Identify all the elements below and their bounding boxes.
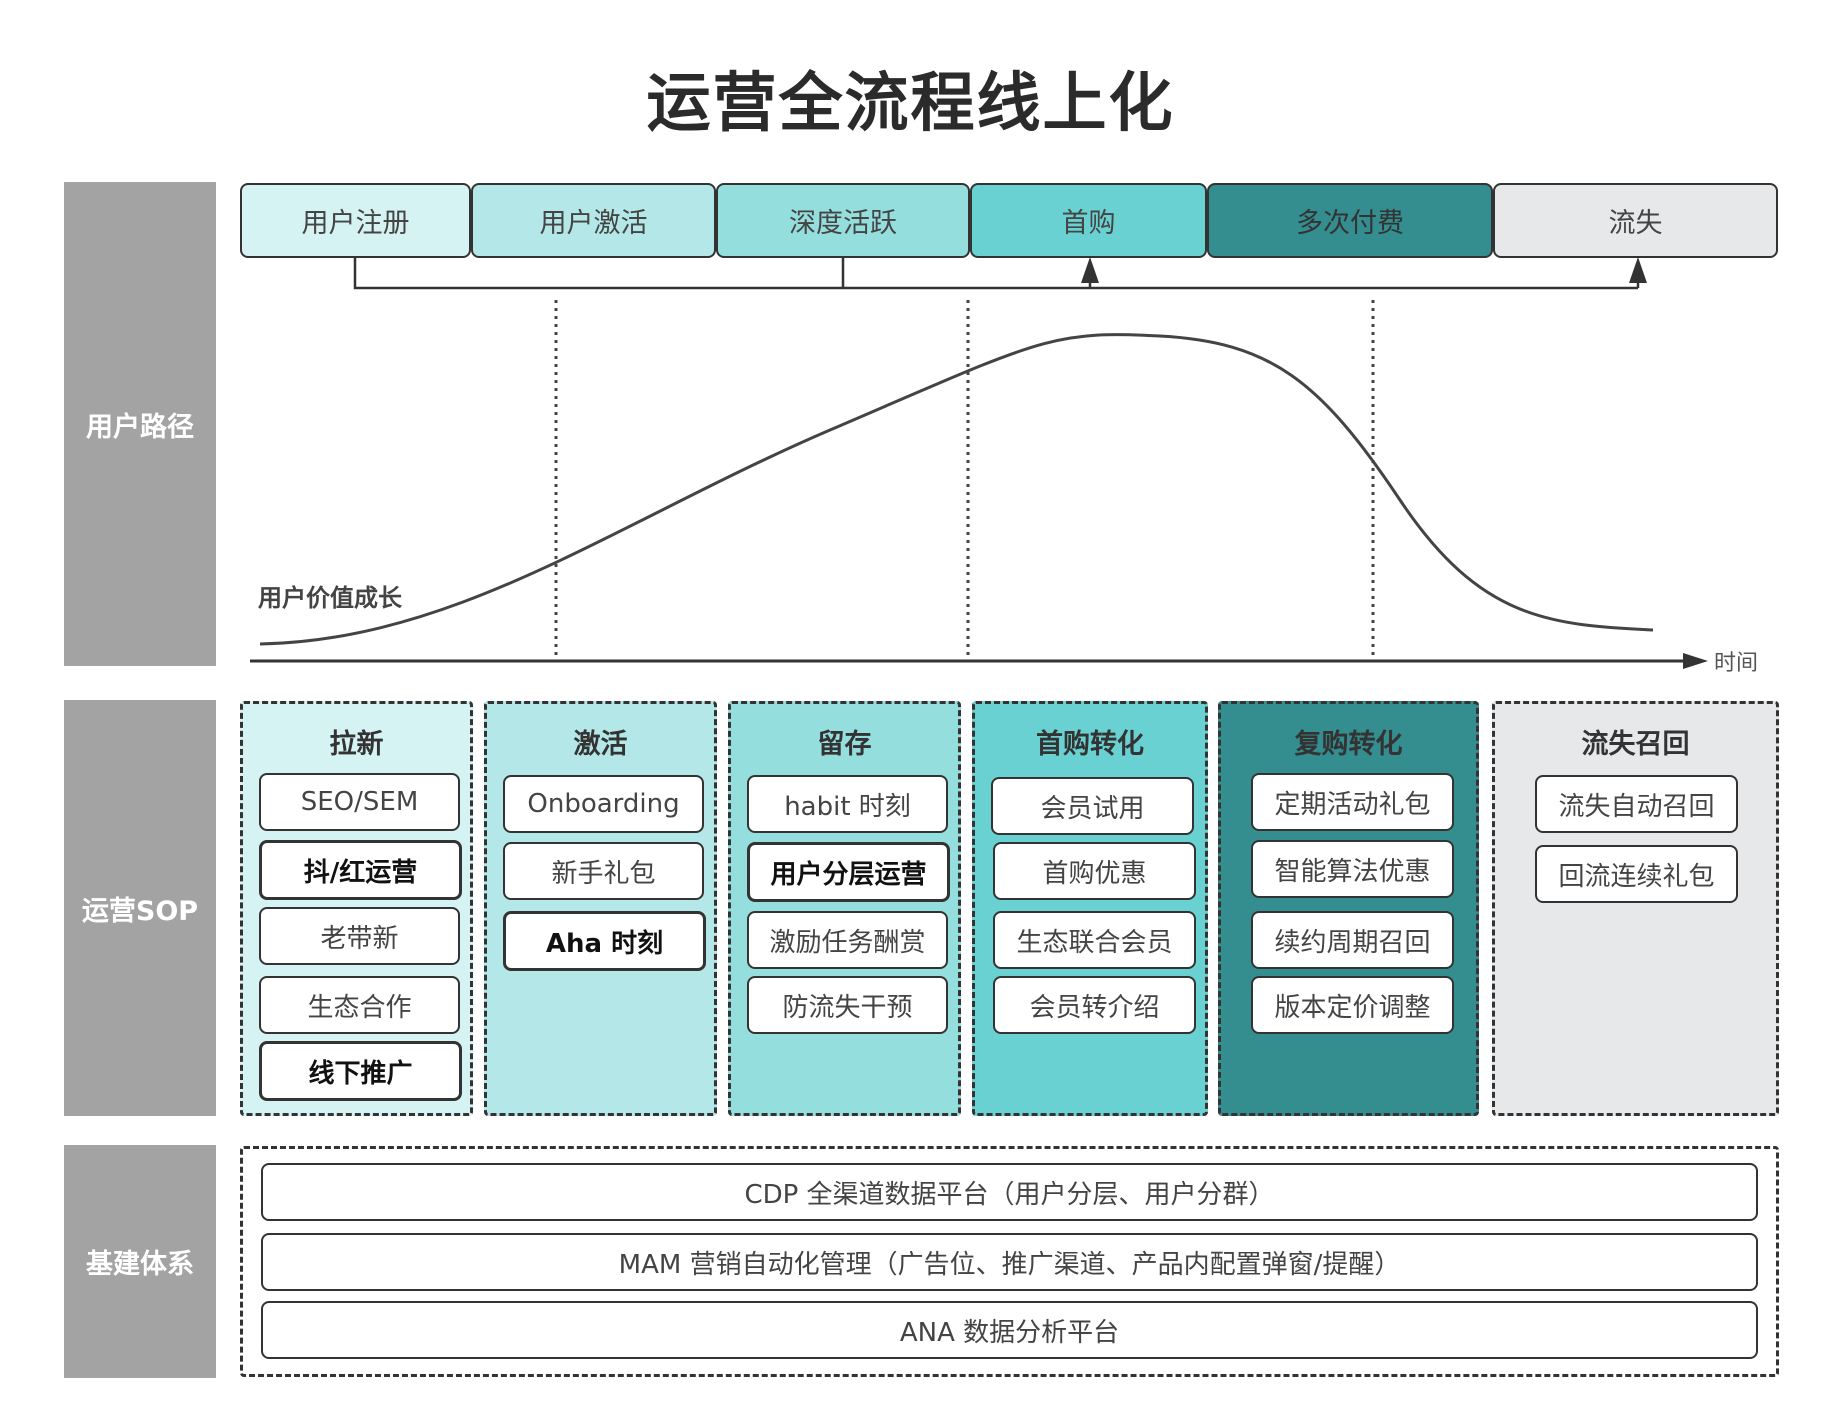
sop-item: 流失自动召回 <box>1535 775 1738 833</box>
sop-item: SEO/SEM <box>259 773 460 831</box>
sop-item: habit 时刻 <box>747 775 948 833</box>
stage-deep-active: 深度活跃 <box>716 183 970 258</box>
infra-container: CDP 全渠道数据平台（用户分层、用户分群） MAM 营销自动化管理（广告位、推… <box>240 1146 1779 1377</box>
stage-label: 用户激活 <box>539 208 648 239</box>
sop-column-title: 复购转化 <box>1294 729 1403 760</box>
sop-column-title: 流失召回 <box>1581 729 1690 760</box>
flow-connectors <box>353 258 1640 290</box>
stage-first-purchase: 首购 <box>970 183 1207 258</box>
sop-item: 线下推广 <box>259 1041 462 1101</box>
sop-item: 生态联合会员 <box>993 911 1196 969</box>
sop-item: 用户分层运营 <box>747 842 950 902</box>
sop-item: 版本定价调整 <box>1251 976 1454 1034</box>
sop-column-acquisition: 拉新 SEO/SEM 抖/红运营 老带新 生态合作 线下推广 <box>240 701 473 1116</box>
stage-label: 首购 <box>1061 208 1116 239</box>
stage-churn: 流失 <box>1493 183 1778 258</box>
side-label-infra: 基建体系 <box>64 1145 216 1378</box>
curve-label: 用户价值成长 <box>258 584 402 612</box>
arrow-to-first-purchase-icon <box>1081 257 1099 283</box>
stage-repeat-pay: 多次付费 <box>1207 183 1493 258</box>
sop-item: 抖/红运营 <box>259 840 462 900</box>
sop-item: Onboarding <box>503 775 704 833</box>
stage-label: 多次付费 <box>1296 208 1404 239</box>
stage-activate: 用户激活 <box>471 183 716 258</box>
page-title: 运营全流程线上化 <box>646 67 1175 141</box>
sop-item: 生态合作 <box>259 976 460 1034</box>
arrow-to-churn-icon <box>1629 257 1647 283</box>
stage-label: 深度活跃 <box>789 208 897 239</box>
infra-bar-cdp: CDP 全渠道数据平台（用户分层、用户分群） <box>261 1163 1758 1221</box>
infra-bar-mam: MAM 营销自动化管理（广告位、推广渠道、产品内配置弹窗/提醒） <box>261 1233 1758 1291</box>
sop-column-title: 留存 <box>817 729 872 760</box>
sop-item: 激励任务酬赏 <box>747 911 948 969</box>
sop-column-retention: 留存 habit 时刻 用户分层运营 激励任务酬赏 防流失干预 <box>728 701 961 1116</box>
user-value-curve <box>259 333 1654 646</box>
stage-label: 流失 <box>1608 208 1663 239</box>
sop-item: 首购优惠 <box>993 842 1196 900</box>
stage-dividers <box>554 300 1375 655</box>
sop-column-churn-recall: 流失召回 流失自动召回 回流连续礼包 <box>1492 701 1779 1116</box>
user-path-diagram <box>250 257 1708 669</box>
time-axis-arrow-icon <box>1683 653 1708 669</box>
sop-column-title: 拉新 <box>329 729 384 760</box>
sop-item: 回流连续礼包 <box>1535 845 1738 903</box>
sop-item: Aha 时刻 <box>503 911 706 971</box>
sop-column-repurchase: 复购转化 定期活动礼包 智能算法优惠 续约周期召回 版本定价调整 <box>1218 701 1479 1116</box>
sop-item: 新手礼包 <box>503 842 704 900</box>
sop-item: 防流失干预 <box>747 976 948 1034</box>
sop-item: 会员转介绍 <box>993 976 1196 1034</box>
sop-column-title: 激活 <box>573 729 628 760</box>
sop-item: 智能算法优惠 <box>1251 840 1454 898</box>
sop-item: 会员试用 <box>991 777 1194 835</box>
sop-item: 续约周期召回 <box>1251 911 1454 969</box>
side-label-user-path: 用户路径 <box>64 182 216 666</box>
sop-item: 定期活动礼包 <box>1251 773 1454 831</box>
sop-item: 老带新 <box>259 907 460 965</box>
sop-column-title: 首购转化 <box>1036 729 1144 760</box>
sop-column-first-purchase: 首购转化 会员试用 首购优惠 生态联合会员 会员转介绍 <box>972 701 1208 1116</box>
time-axis-label: 时间 <box>1714 651 1759 676</box>
side-label-sop: 运营SOP <box>64 700 216 1116</box>
stage-label: 用户注册 <box>301 208 410 239</box>
sop-column-activation: 激活 Onboarding 新手礼包 Aha 时刻 <box>484 701 717 1116</box>
infra-bar-ana: ANA 数据分析平台 <box>261 1301 1758 1359</box>
stage-register: 用户注册 <box>240 183 471 258</box>
